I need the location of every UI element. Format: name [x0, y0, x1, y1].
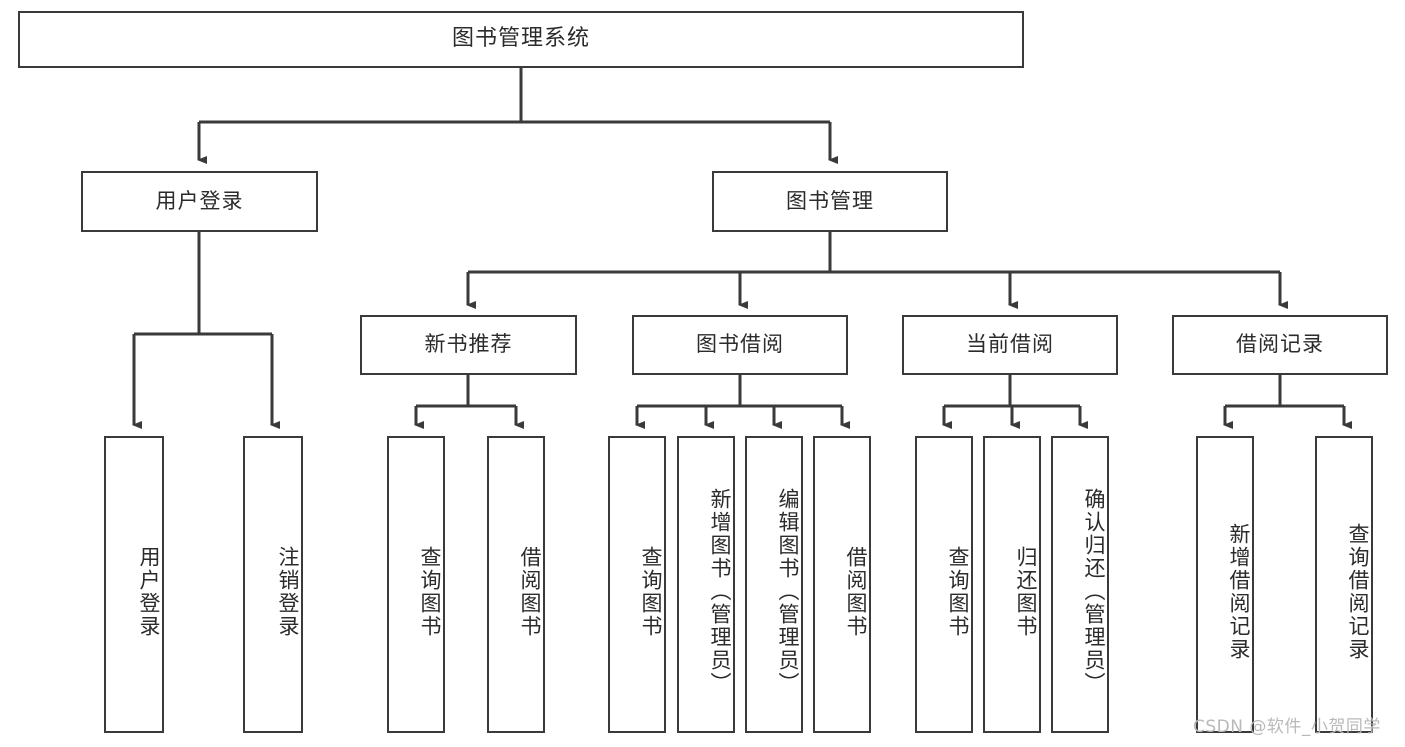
node-leaf-query-book-3-label: 查询图书	[946, 545, 970, 638]
node-user-login[interactable]: 用户登录	[81, 171, 318, 232]
node-book-borrow[interactable]: 图书借阅	[632, 315, 848, 375]
node-borrow-record[interactable]: 借阅记录	[1172, 315, 1388, 375]
node-leaf-confirm-return[interactable]: 确认归还（管理员）	[1051, 436, 1109, 733]
node-book-manage[interactable]: 图书管理	[712, 171, 948, 232]
node-borrow-record-label: 借阅记录	[1236, 332, 1324, 357]
node-leaf-query-book-1[interactable]: 查询图书	[387, 436, 445, 733]
node-leaf-borrow-book-2[interactable]: 借阅图书	[813, 436, 871, 733]
node-leaf-user-logout-label: 注销登录	[276, 545, 300, 638]
node-leaf-add-record-label: 新增借阅记录	[1227, 522, 1251, 661]
node-leaf-edit-book[interactable]: 编辑图书（管理员）	[745, 436, 803, 733]
node-current-borrow-label: 当前借阅	[966, 332, 1054, 357]
node-leaf-add-book[interactable]: 新增图书（管理员）	[677, 436, 735, 733]
node-new-book-recommend[interactable]: 新书推荐	[360, 315, 577, 375]
node-leaf-return-book-label: 归还图书	[1014, 545, 1038, 638]
node-leaf-query-record[interactable]: 查询借阅记录	[1315, 436, 1373, 733]
node-leaf-user-login[interactable]: 用户登录	[104, 436, 164, 733]
node-leaf-query-record-label: 查询借阅记录	[1346, 522, 1370, 661]
node-current-borrow[interactable]: 当前借阅	[902, 315, 1118, 375]
csdn-watermark: CSDN @软件_小贺同学	[1193, 717, 1381, 737]
node-leaf-add-book-label: 新增图书（管理员）	[708, 488, 732, 695]
node-leaf-add-record[interactable]: 新增借阅记录	[1196, 436, 1254, 733]
node-root[interactable]: 图书管理系统	[18, 11, 1024, 68]
node-leaf-user-login-label: 用户登录	[137, 545, 161, 638]
node-leaf-query-book-1-label: 查询图书	[418, 545, 442, 638]
node-book-manage-label: 图书管理	[786, 188, 874, 213]
node-new-book-recommend-label: 新书推荐	[424, 332, 513, 357]
node-leaf-query-book-2[interactable]: 查询图书	[608, 436, 666, 733]
node-leaf-borrow-book-1-label: 借阅图书	[518, 545, 542, 638]
node-book-borrow-label: 图书借阅	[696, 332, 784, 357]
node-leaf-return-book[interactable]: 归还图书	[983, 436, 1041, 733]
node-leaf-borrow-book-1[interactable]: 借阅图书	[487, 436, 545, 733]
node-leaf-query-book-2-label: 查询图书	[639, 545, 663, 638]
node-leaf-query-book-3[interactable]: 查询图书	[915, 436, 973, 733]
node-leaf-edit-book-label: 编辑图书（管理员）	[776, 488, 800, 695]
node-user-login-label: 用户登录	[155, 188, 244, 213]
node-leaf-user-logout[interactable]: 注销登录	[243, 436, 303, 733]
node-root-label: 图书管理系统	[451, 26, 590, 52]
node-leaf-confirm-return-label: 确认归还（管理员）	[1082, 488, 1106, 695]
node-leaf-borrow-book-2-label: 借阅图书	[844, 545, 868, 638]
